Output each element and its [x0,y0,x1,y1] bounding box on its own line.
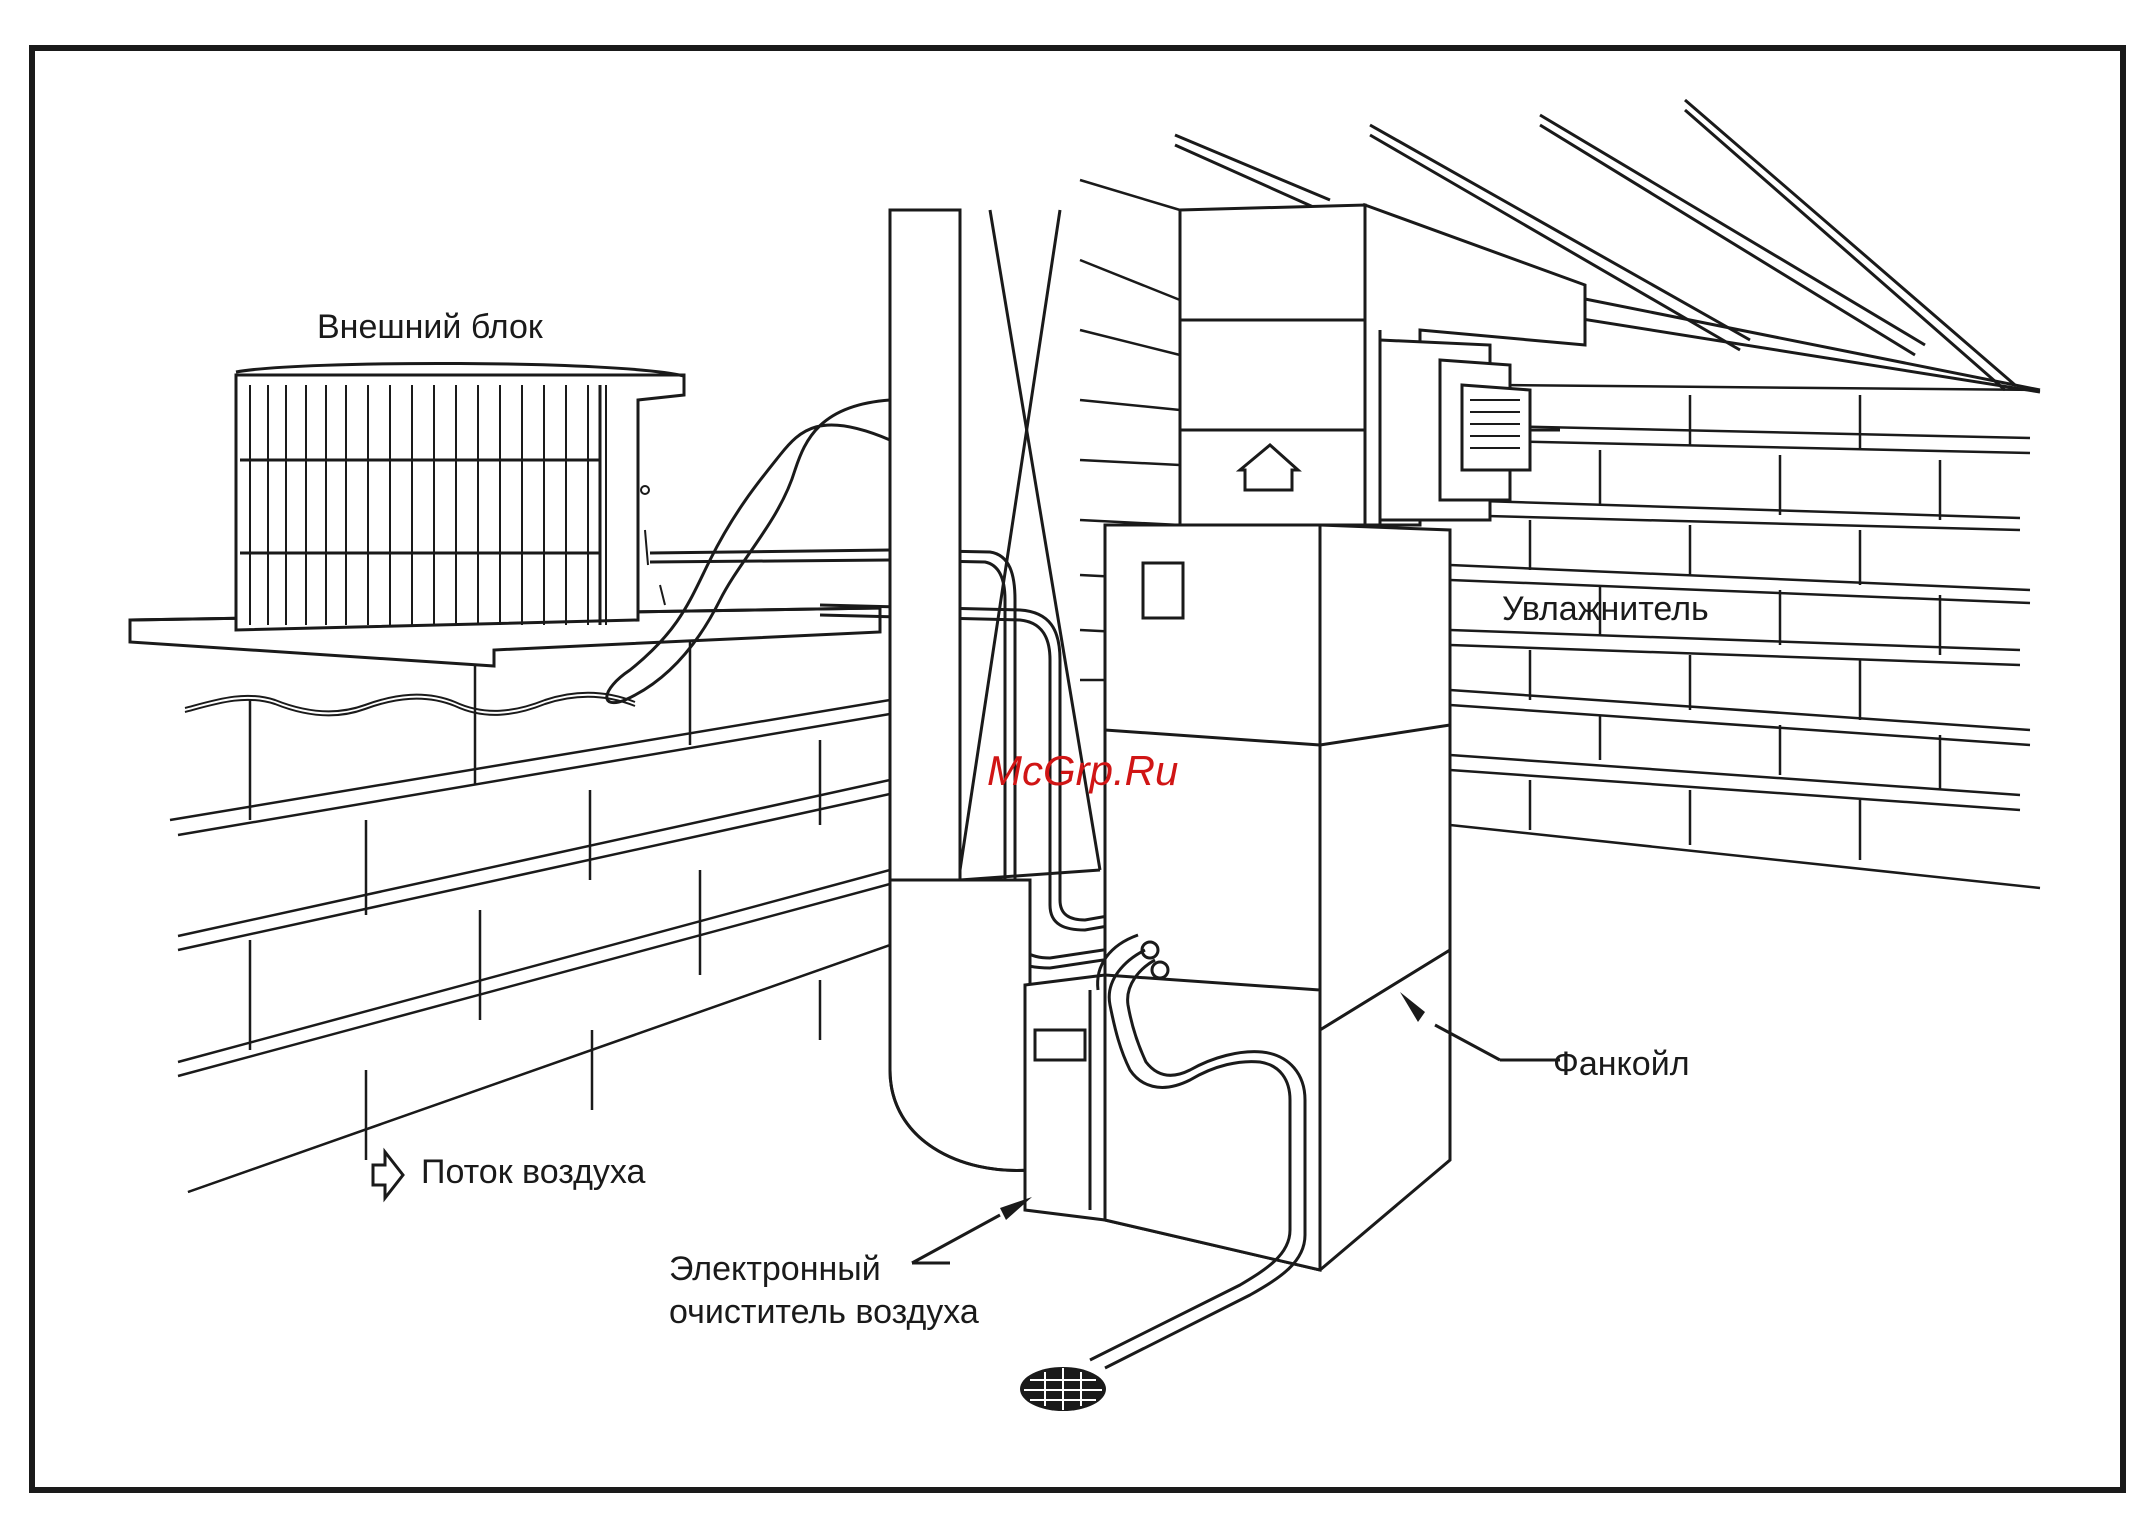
left-brick-wall [170,635,890,1192]
outdoor-unit-label: Внешний блок [317,308,544,346]
fan-coil-label: Фанкойл [1553,1045,1690,1083]
outdoor-unit [130,363,880,715]
air-cleaner-label-line2: очиститель воздуха [669,1293,979,1331]
humidifier [1380,340,1560,520]
humidifier-label: Увлажнитель [1502,590,1709,628]
watermark: McGrp.Ru [987,747,1178,794]
air-cleaner-label-line1: Электронный [669,1250,881,1288]
drain-grate-icon [1020,1367,1106,1411]
electronic-air-cleaner [1025,975,1320,1270]
air-flow-label: Поток воздуха [421,1153,646,1191]
air-flow-arrow-icon [373,1152,403,1198]
